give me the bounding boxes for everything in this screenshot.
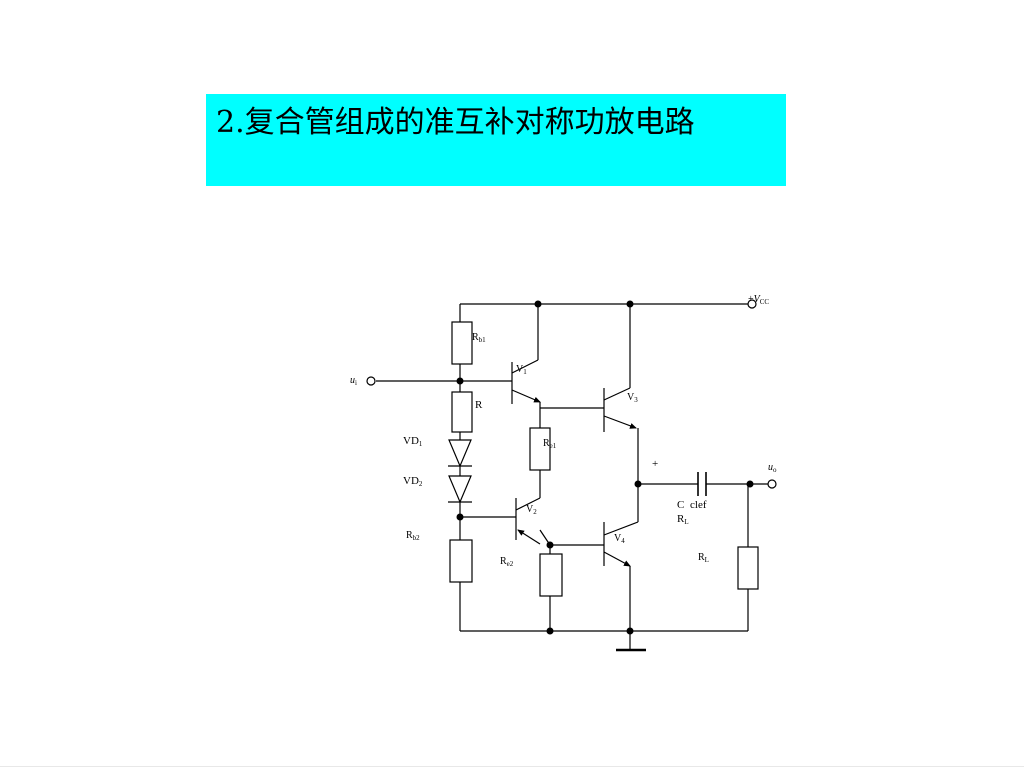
v1-label: V1 xyxy=(516,364,527,376)
rl-label: RL xyxy=(698,552,709,564)
slide-title: 2.复合管组成的准互补对称功放电路 xyxy=(216,105,695,140)
r-resistor xyxy=(451,391,473,433)
re2-resistor xyxy=(539,553,563,597)
terminals xyxy=(366,299,777,489)
vcc-terminal-icon xyxy=(747,299,757,309)
title-banner: 2.复合管组成的准互补对称功放电路 xyxy=(206,94,786,186)
junction-dot xyxy=(634,480,642,488)
junction-dot xyxy=(456,377,464,385)
v1-collector xyxy=(511,359,539,374)
re1-label: Re1 xyxy=(543,438,557,450)
cap-c-label: C xyxy=(677,499,684,511)
junction-dot xyxy=(534,300,542,308)
output-terminal-icon xyxy=(767,479,777,489)
vcc-label: +VCC xyxy=(748,294,769,306)
rb2-label: Rb2 xyxy=(406,530,420,542)
output-label: uo xyxy=(768,462,777,474)
junction-dot xyxy=(626,627,634,635)
output-capacitor xyxy=(697,472,707,496)
vd2-diode-icon xyxy=(448,475,472,504)
junction-dot xyxy=(546,541,554,549)
r-label: R xyxy=(475,399,483,411)
vd1-diode-icon xyxy=(448,439,472,468)
bottom-rule xyxy=(0,766,1024,767)
v2-emitter-arrow xyxy=(517,529,541,545)
v4-label: V4 xyxy=(614,533,625,545)
input-terminal-icon xyxy=(366,376,376,386)
v3-collector xyxy=(603,387,631,401)
cap-clef-label: clef xyxy=(690,499,707,511)
junction-dot xyxy=(456,513,464,521)
junction-dot xyxy=(746,480,754,488)
rb2-resistor xyxy=(449,539,473,583)
junction-dots xyxy=(456,300,754,635)
re2-label: Re2 xyxy=(500,556,514,568)
v3-emitter xyxy=(603,415,637,429)
rb1-label: Rb1 xyxy=(472,332,486,344)
junction-dot xyxy=(546,627,554,635)
cap-rl-label: RL xyxy=(677,513,689,526)
diodes xyxy=(448,439,472,504)
junction-dot xyxy=(626,300,634,308)
v2-emitter xyxy=(515,497,541,511)
v2-label: V2 xyxy=(526,504,537,516)
resistors xyxy=(449,321,759,597)
cap-polarity-label: + xyxy=(652,458,658,470)
v3-label: V3 xyxy=(627,392,638,404)
vd1-label: VD1 xyxy=(403,435,423,448)
v4-emitter xyxy=(603,551,631,567)
v4-collector xyxy=(603,521,639,536)
rl-resistor xyxy=(737,546,759,590)
rb1-resistor xyxy=(451,321,473,365)
re1-resistor xyxy=(529,427,551,471)
v1-emitter xyxy=(511,389,541,403)
circuit-wires xyxy=(376,303,768,650)
input-label: ui xyxy=(350,375,357,387)
vd2-label: VD2 xyxy=(403,475,423,488)
